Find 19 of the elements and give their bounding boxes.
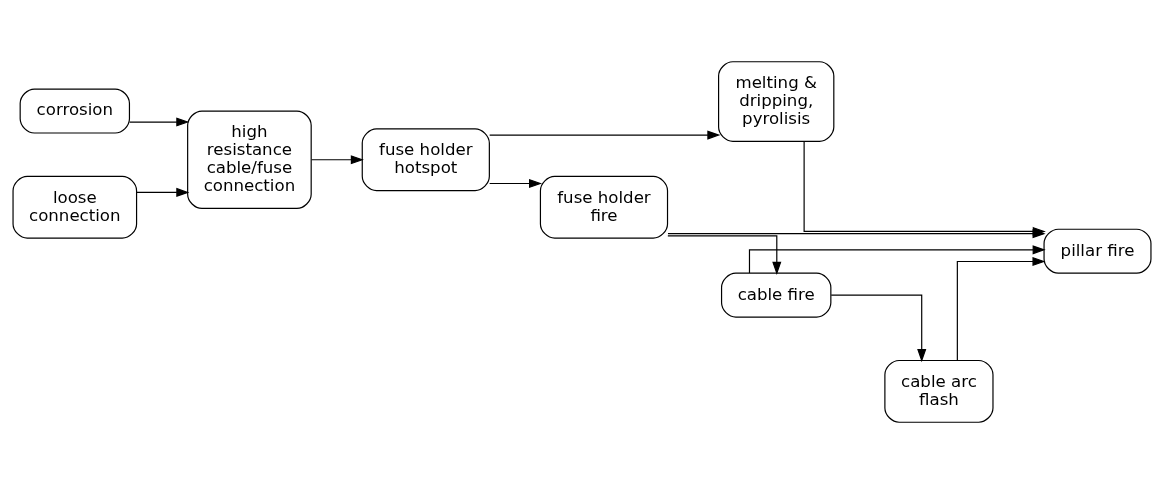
node-box: fuse holder fire	[539, 175, 669, 239]
node-box: fuse holder hotspot	[361, 128, 490, 192]
node-box: cable fire	[720, 272, 832, 318]
node-box: high resistance cable/fuse connection	[187, 110, 312, 210]
node-box: loose connection	[12, 175, 138, 239]
node-box: cable arc flash	[884, 359, 994, 423]
arrow	[830, 294, 927, 363]
arrow	[311, 155, 364, 165]
arrow	[136, 187, 190, 197]
arrow	[956, 256, 1046, 361]
arrow	[129, 117, 190, 127]
arrow	[748, 245, 1046, 274]
node-box: corrosion	[19, 88, 131, 134]
arrow	[667, 229, 1046, 239]
arrow	[489, 178, 543, 189]
arrow	[489, 130, 721, 140]
node-box: melting & dripping, pyrolisis	[718, 61, 835, 142]
node-box: pillar fire	[1043, 228, 1152, 274]
arrow	[667, 235, 782, 275]
